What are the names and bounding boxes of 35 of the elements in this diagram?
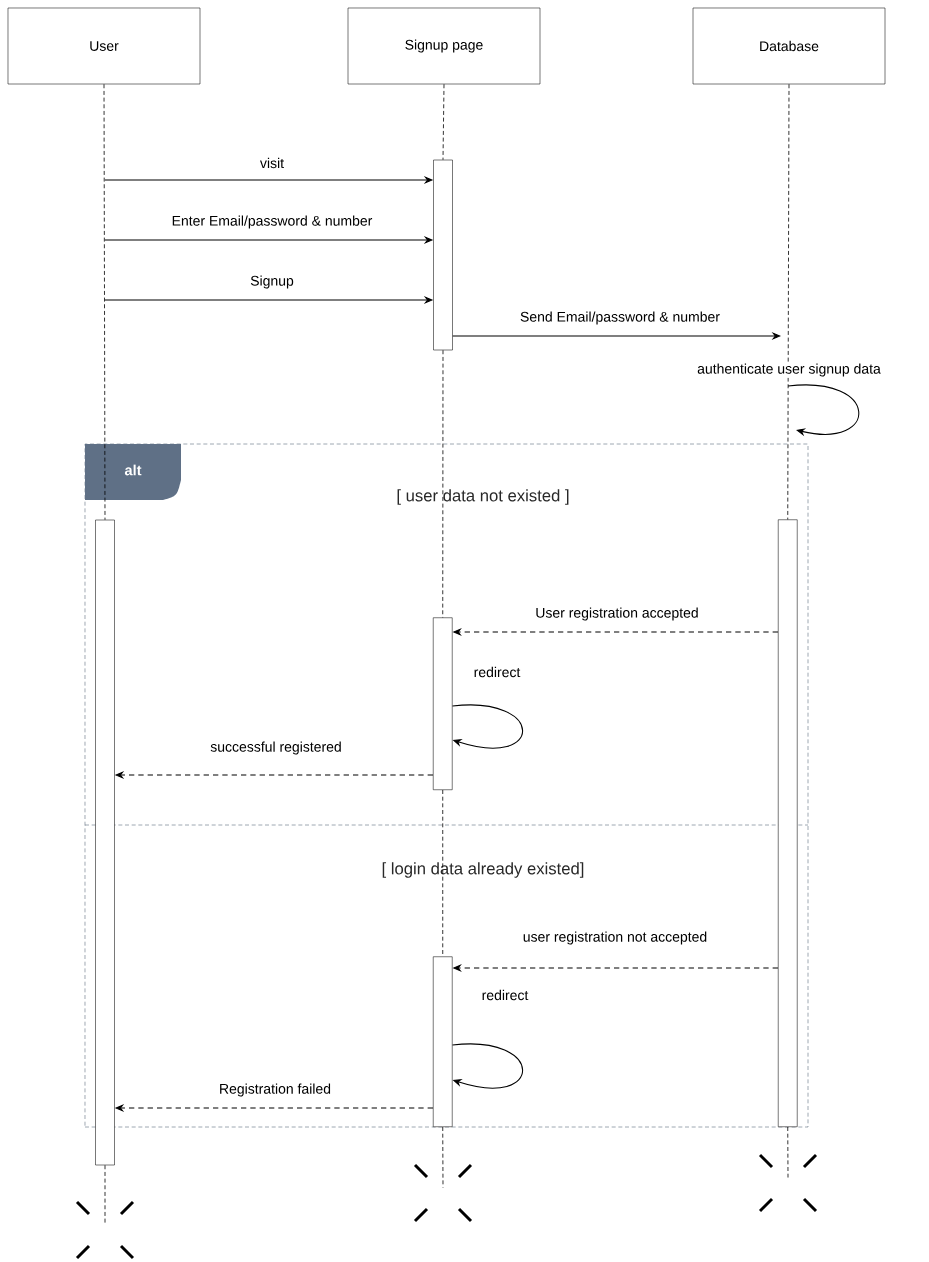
destruction-mark (413, 1163, 473, 1223)
participant-box: Database (692, 7, 886, 85)
lifeline (104, 1164, 106, 1225)
message-label: User registration accepted (533, 606, 701, 622)
lifeline (442, 349, 444, 618)
lifeline (787, 1126, 789, 1178)
activation-bar (95, 519, 115, 1166)
message-label: Signup (248, 274, 296, 290)
lifeline (787, 83, 790, 520)
message-label: visit (258, 156, 286, 170)
message-arrow (451, 704, 524, 749)
message-arrow (451, 1043, 524, 1089)
fragment-tab: alt (85, 444, 181, 500)
participant-box: Signup page (347, 7, 541, 85)
lifeline (442, 83, 445, 161)
activation-bar (433, 159, 453, 351)
destruction-mark (758, 1153, 818, 1213)
lifeline (103, 83, 106, 521)
message-label: redirect (472, 665, 522, 679)
activation-bar (432, 617, 453, 790)
activation-bar (432, 956, 453, 1127)
lifeline (442, 1126, 444, 1188)
message-label: Send Email/password & number (518, 310, 722, 326)
message-label: Enter Email/password & number (170, 214, 374, 230)
destruction-mark (75, 1200, 135, 1260)
guard-condition: [ login data already existed] (382, 862, 584, 878)
guard-condition: [ user data not existed ] (397, 489, 569, 505)
participant-box: User (7, 7, 201, 85)
lifeline (442, 789, 444, 957)
activation-bar (777, 519, 798, 1127)
message-label: user registration not accepted (521, 930, 709, 946)
message-label: authenticate user signup data (695, 362, 883, 378)
message-label: Registration failed (217, 1082, 333, 1098)
message-label: successful registered (208, 740, 344, 756)
message-label: redirect (480, 988, 530, 1002)
